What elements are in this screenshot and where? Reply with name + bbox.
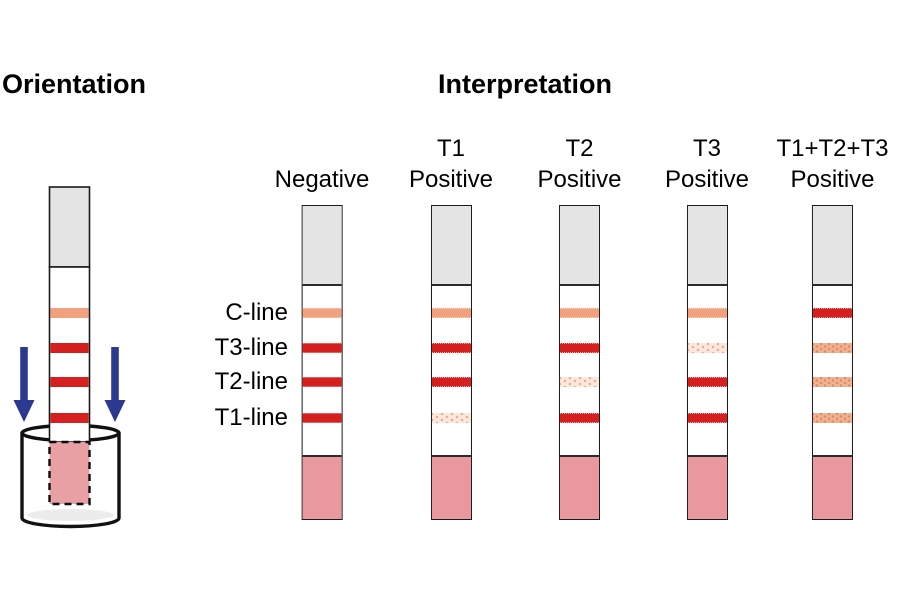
strip-column-label-line: T1+T2+T3 [776, 135, 889, 162]
strip-column-label-line: T2 [565, 135, 594, 162]
row-label-c-line: C-line [225, 299, 288, 326]
strip-column-label-line: Positive [790, 166, 875, 193]
test-strip-negative [301, 205, 343, 520]
band-t3-line [813, 343, 852, 353]
band-t1-line [302, 413, 342, 423]
band-c-line [687, 308, 727, 318]
band-c-line [50, 308, 89, 318]
band-t2-line [431, 377, 471, 387]
band-t3-line [302, 343, 342, 353]
strip-column-label-line: Positive [537, 166, 622, 193]
bottom-pad [687, 455, 727, 519]
band-c-line [559, 308, 599, 318]
strip-column-negative: Negative [275, 133, 370, 520]
membrane [48, 266, 91, 443]
band-t2-line [559, 377, 599, 387]
bottom-pad [559, 455, 599, 519]
band-t1-line [813, 413, 852, 423]
top-pad [813, 206, 852, 286]
band-t1-line [687, 413, 727, 423]
band-t3-line [431, 343, 471, 353]
top-pad [48, 186, 91, 268]
band-t2-line [687, 377, 727, 387]
band-t2-line [50, 377, 89, 387]
strip-column-label-line: Negative [274, 166, 370, 193]
sample-pad-submerged [48, 440, 91, 506]
row-label-t1-line: T1-line [214, 404, 288, 431]
top-pad [559, 206, 599, 286]
interpretation-title: Interpretation [437, 69, 613, 99]
band-t3-line [559, 343, 599, 353]
band-c-line [431, 308, 471, 318]
test-strip-t3-positive [686, 205, 728, 520]
strip-column-label-line: T1 [436, 135, 466, 162]
band-t3-line [687, 343, 727, 353]
strip-column-label: Negative [275, 133, 370, 195]
cup-body [20, 431, 121, 529]
down-arrow-icon [13, 347, 35, 422]
row-label-t2-line: T2-line [214, 368, 288, 395]
test-strip-orientation [48, 186, 91, 506]
strip-column-label-line: Positive [664, 166, 750, 193]
band-t1-line [50, 413, 89, 423]
band-t2-line [302, 377, 342, 387]
band-t1-line [431, 413, 471, 423]
band-c-line [302, 308, 342, 318]
orientation-figure [13, 186, 126, 529]
band-t2-line [813, 377, 852, 387]
top-pad [431, 206, 471, 286]
top-pad [302, 206, 342, 286]
band-c-line [813, 308, 852, 318]
test-strip-t1-t2-t3-positive [812, 205, 853, 520]
orientation-title: Orientation [2, 69, 147, 99]
band-t1-line [559, 413, 599, 423]
down-arrow-icon [104, 347, 126, 422]
cup-liquid-shade [27, 509, 114, 521]
band-t3-line [50, 343, 89, 353]
bottom-pad [431, 455, 471, 519]
strip-column-label-line: Positive [408, 166, 494, 193]
bottom-pad [813, 455, 852, 519]
bottom-pad [302, 455, 342, 519]
row-label-t3-line: T3-line [214, 334, 288, 361]
test-strip-t1-positive [430, 205, 472, 520]
strip-column-label-line: T3 [692, 135, 722, 162]
top-pad [687, 206, 727, 286]
test-strip-t2-positive [558, 205, 600, 520]
